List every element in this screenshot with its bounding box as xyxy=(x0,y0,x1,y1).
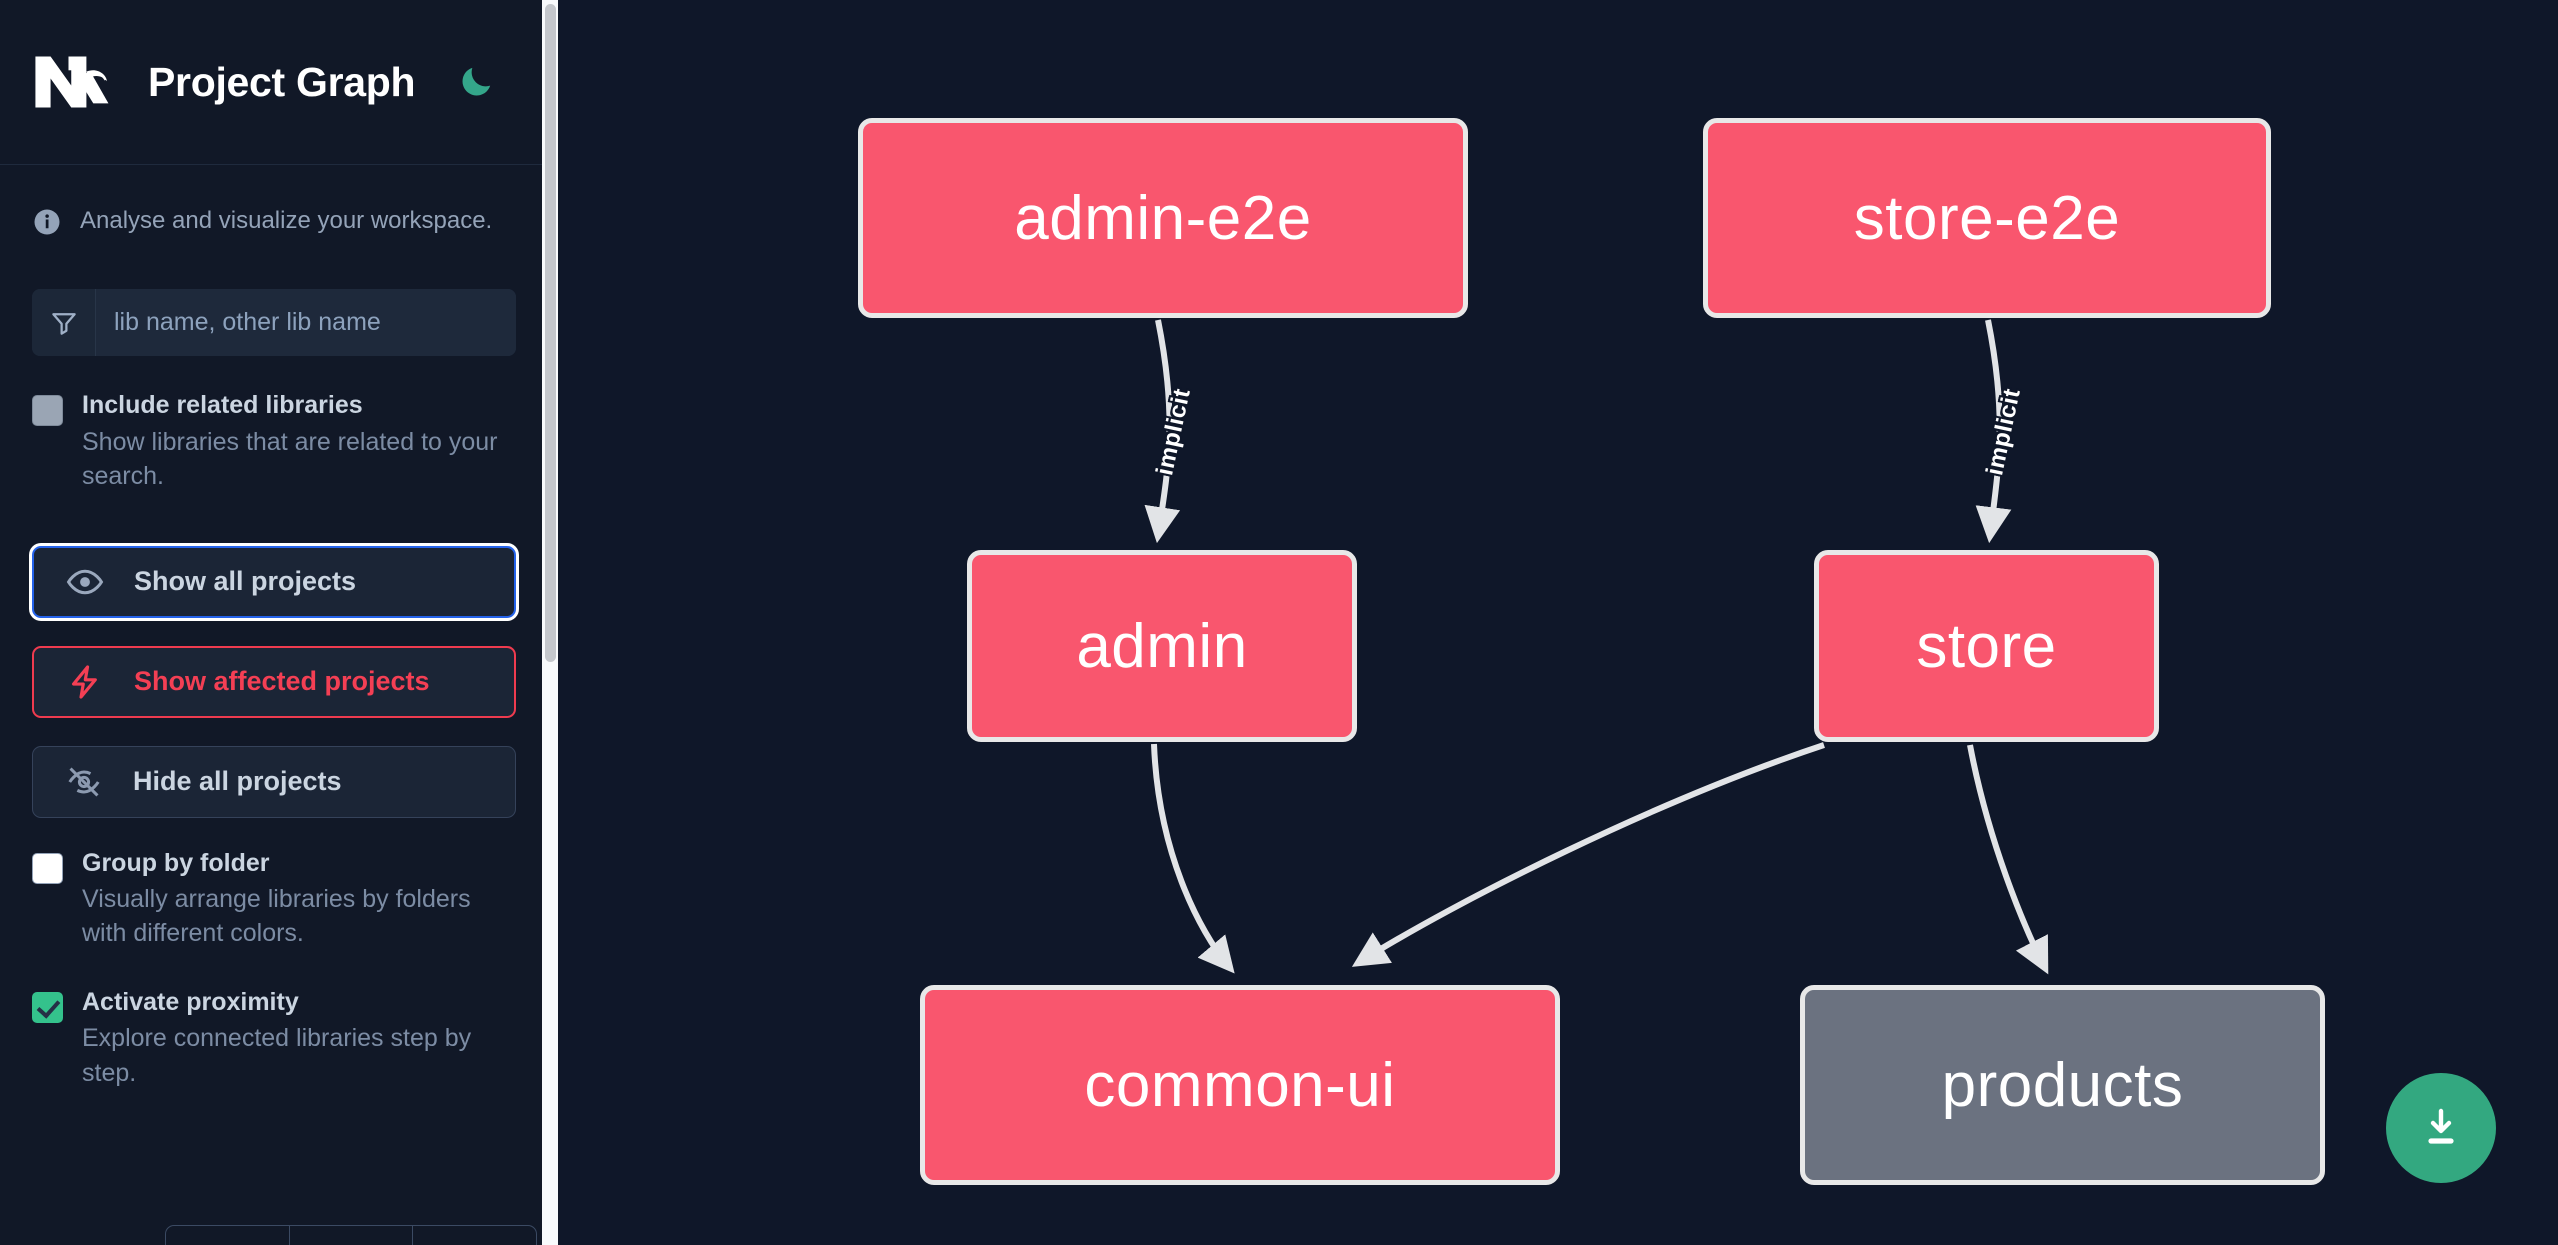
group-by-folder-checkbox[interactable] xyxy=(32,852,63,884)
option-group-by-folder[interactable]: Group by folder Visually arrange librari… xyxy=(0,848,548,951)
graph-node-store-e2e[interactable]: store-e2e xyxy=(1703,118,2271,318)
option-activate-proximity[interactable]: Activate proximity Explore connected lib… xyxy=(0,987,548,1090)
edge-store-e2e-to-store xyxy=(1975,319,2012,544)
search-input[interactable] xyxy=(96,289,516,357)
graph-node-label: store xyxy=(1916,611,2057,681)
graph-node-label: admin-e2e xyxy=(1014,183,1312,253)
graph-canvas[interactable]: admin-e2e store-e2e admin store common-u… xyxy=(558,0,2558,1245)
sidebar-scrollbar-thumb[interactable] xyxy=(545,4,556,662)
graph-node-label: common-ui xyxy=(1084,1050,1396,1120)
graph-node-label: admin xyxy=(1076,611,1248,681)
edge-store-to-products xyxy=(1967,744,2049,975)
graph-node-common-ui[interactable]: common-ui xyxy=(920,985,1560,1185)
project-visibility-buttons: Show all projects Show affected projects xyxy=(32,545,516,818)
activate-proximity-label: Activate proximity xyxy=(82,987,299,1016)
show-all-projects-label: Show all projects xyxy=(134,566,357,597)
sidebar-scrollbar[interactable] xyxy=(542,0,558,1245)
lightning-icon xyxy=(64,661,106,703)
include-related-libraries-description: Show libraries that are related to your … xyxy=(82,427,498,491)
edge-admin-e2e-to-admin xyxy=(1144,319,1181,544)
include-related-libraries-checkbox[interactable] xyxy=(32,395,63,427)
activate-proximity-description: Explore connected libraries step by step… xyxy=(82,1024,472,1087)
nx-logo-icon xyxy=(32,51,116,113)
sidebar-header: Project Graph xyxy=(0,0,548,165)
group-by-folder-description: Visually arrange libraries by folders wi… xyxy=(82,884,471,948)
proximity-step-increase[interactable] xyxy=(413,1226,536,1245)
filter-icon xyxy=(32,289,96,357)
option-include-related-libraries[interactable]: Include related libraries Show libraries… xyxy=(0,390,548,493)
graph-node-label: products xyxy=(1941,1050,2184,1120)
hide-all-projects-button[interactable]: Hide all projects xyxy=(32,745,516,818)
graph-node-store[interactable]: store xyxy=(1814,550,2159,742)
page-title: Project Graph xyxy=(148,58,416,105)
tagline: Analyse and visualize your workspace. xyxy=(0,165,548,237)
graph-node-products[interactable]: products xyxy=(1800,985,2325,1185)
info-icon xyxy=(32,207,62,237)
include-related-libraries-label: Include related libraries xyxy=(82,391,363,420)
eye-icon xyxy=(64,561,106,603)
proximity-step-decrease[interactable] xyxy=(166,1226,290,1245)
graph-edges xyxy=(1144,319,2049,975)
graph-node-admin-e2e[interactable]: admin-e2e xyxy=(858,118,1468,318)
activate-proximity-checkbox[interactable] xyxy=(32,991,63,1023)
proximity-step-controls[interactable] xyxy=(165,1225,537,1245)
tagline-text: Analyse and visualize your workspace. xyxy=(80,207,493,234)
show-affected-projects-button[interactable]: Show affected projects xyxy=(32,645,516,718)
group-by-folder-label: Group by folder xyxy=(82,848,270,877)
edge-admin-to-common-ui xyxy=(1151,743,1235,974)
show-all-projects-button[interactable]: Show all projects xyxy=(32,545,516,618)
moon-icon[interactable] xyxy=(449,55,503,109)
sidebar: Project Graph Analyse and visualize your… xyxy=(0,0,558,1245)
search-field[interactable] xyxy=(32,289,516,357)
download-graph-button[interactable] xyxy=(2386,1073,2496,1183)
eye-off-icon xyxy=(63,761,105,803)
proximity-step-value[interactable] xyxy=(290,1226,414,1245)
edge-store-to-common-ui xyxy=(1351,742,1825,967)
hide-all-projects-label: Hide all projects xyxy=(133,766,342,797)
graph-node-label: store-e2e xyxy=(1853,183,2121,253)
graph-node-admin[interactable]: admin xyxy=(967,550,1357,742)
download-icon xyxy=(2417,1103,2465,1154)
show-affected-projects-label: Show affected projects xyxy=(134,666,430,697)
